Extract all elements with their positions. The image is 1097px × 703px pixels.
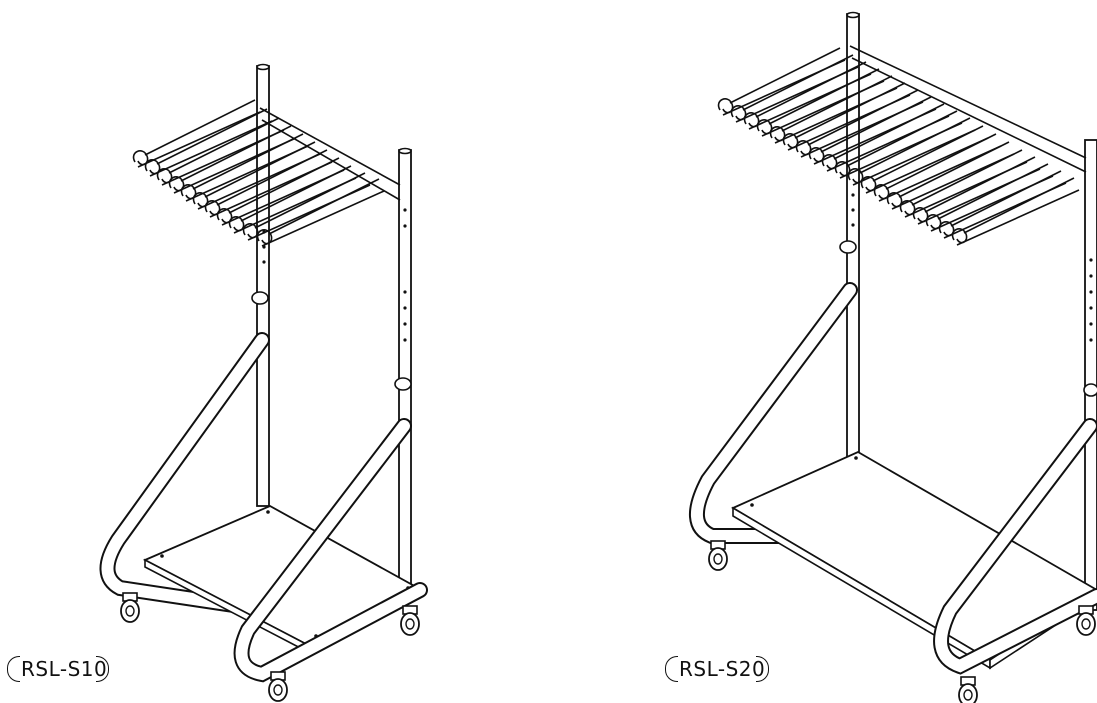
side-frame-left xyxy=(688,282,888,544)
side-frame-right xyxy=(233,418,428,683)
model-name: RSL-S20 xyxy=(679,657,766,681)
side-frame-left xyxy=(99,332,270,614)
hangers xyxy=(132,99,401,247)
side-frame-right xyxy=(933,418,1097,675)
hangers xyxy=(717,45,1087,246)
rack-rsl-s10 xyxy=(99,63,428,702)
front-pole xyxy=(394,147,412,601)
bracket-left xyxy=(7,656,20,682)
rack-rsl-s20 xyxy=(688,11,1097,703)
front-pole xyxy=(1083,139,1097,611)
rear-pole xyxy=(251,63,270,507)
model-label-rsl-s20: RSL-S20 xyxy=(665,656,769,682)
model-name: RSL-S10 xyxy=(21,657,108,681)
model-label-rsl-s10: RSL-S10 xyxy=(7,656,109,682)
bracket-left xyxy=(665,656,678,682)
bracket-right xyxy=(756,656,769,682)
rear-pole xyxy=(839,11,860,463)
